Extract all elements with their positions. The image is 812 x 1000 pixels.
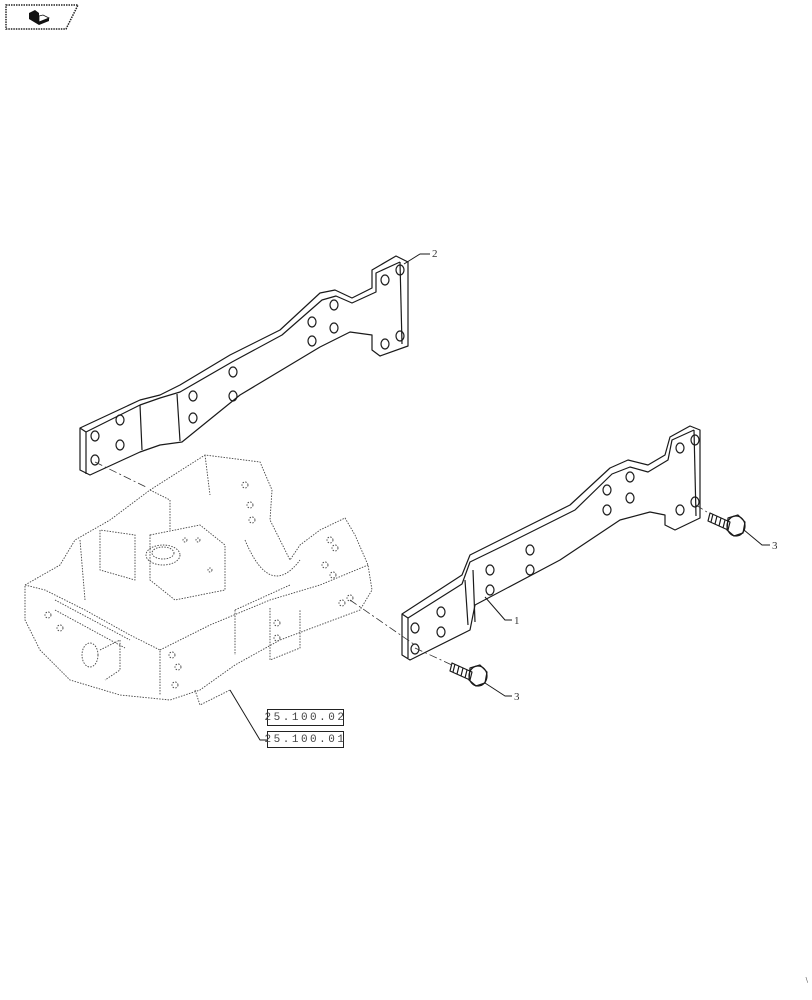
bolt-left[interactable] xyxy=(449,662,488,687)
bracket-lower-right[interactable] xyxy=(401,425,701,661)
reference-label-25-100-02[interactable]: 25.100.02 xyxy=(265,709,344,726)
centerline-lower xyxy=(349,599,416,646)
leader-3-left xyxy=(484,682,512,697)
callout-3-left: 3 xyxy=(514,691,520,703)
leader-ref xyxy=(229,689,267,741)
nav-back-badge[interactable] xyxy=(5,4,79,30)
book-return-icon xyxy=(29,10,50,25)
centerline-upper xyxy=(94,461,149,489)
callout-2: 2 xyxy=(432,248,438,260)
front-support-housing[interactable] xyxy=(24,454,373,706)
bracket-upper-left[interactable] xyxy=(79,255,409,476)
corner-mark: \ xyxy=(805,976,808,984)
bolt-right[interactable] xyxy=(707,512,746,537)
reference-label-25-100-01[interactable]: 25.100.01 xyxy=(265,731,344,748)
leader-3-right xyxy=(743,529,770,546)
centerline-bolt-left xyxy=(414,647,453,666)
callout-1: 1 xyxy=(514,615,520,627)
leader-1 xyxy=(484,596,512,621)
centerline-bolt-right xyxy=(695,504,711,515)
callout-3-right: 3 xyxy=(772,540,778,552)
leader-2 xyxy=(403,253,430,265)
